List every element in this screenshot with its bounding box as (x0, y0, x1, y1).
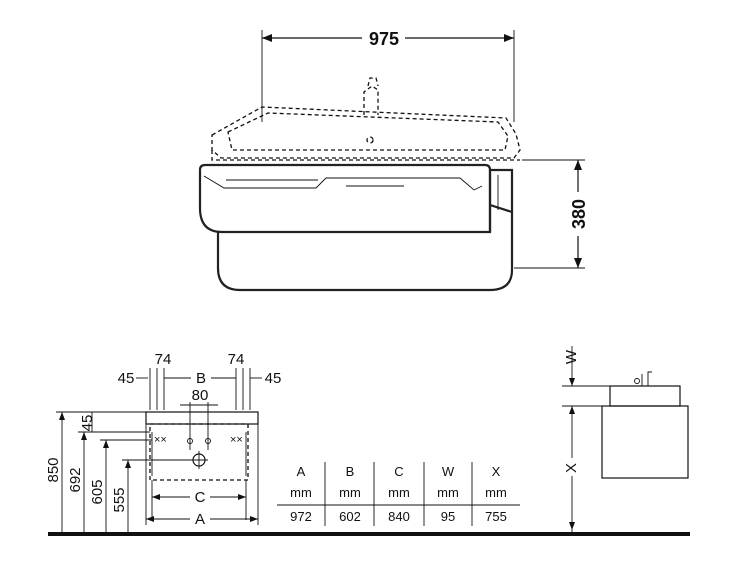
width-label: 975 (369, 29, 399, 49)
height-label: 380 (569, 199, 589, 229)
h555-label: 555 (111, 487, 128, 512)
table-unit-x: mm (485, 485, 507, 500)
left-45-label: 45 (118, 370, 135, 387)
c-label: C (195, 489, 206, 506)
perspective-view: 975 380 (198, 29, 589, 292)
x-label-bg (566, 458, 578, 476)
table-unit-c: mm (388, 485, 410, 500)
dimension-table: A B C W X mm mm mm mm mm 972 602 840 95 … (277, 462, 520, 526)
table-unit-a: mm (290, 485, 312, 500)
fixing-marks-left: ×× (154, 434, 167, 446)
x-label: X (563, 463, 580, 473)
side-cabinet (601, 405, 689, 479)
faucet-icon (363, 85, 379, 115)
vanity-lower-body (216, 203, 514, 292)
table-value-x: 755 (485, 509, 507, 524)
table-unit-w: mm (437, 485, 459, 500)
w-label: W (563, 349, 580, 364)
h692-label: 692 (67, 467, 84, 492)
right-74-label: 74 (228, 351, 245, 368)
table-value-b: 602 (339, 509, 361, 524)
x-arrow-bottom (569, 522, 575, 530)
a-label: A (195, 511, 205, 528)
height-arrow-bottom (574, 258, 582, 268)
faucet-handle (367, 77, 379, 87)
table-value-a: 972 (290, 509, 312, 524)
label-80: 80 (192, 387, 209, 404)
fixing-hole-left (187, 438, 193, 444)
side-faucet-icon (641, 371, 652, 386)
h850-label: 850 (45, 457, 62, 482)
a-arrow-left (146, 516, 154, 522)
table-header-a: A (297, 464, 306, 479)
width-arrow-left (262, 34, 272, 42)
table-unit-b: mm (339, 485, 361, 500)
h605-label: 605 (89, 479, 106, 504)
w-arrow (569, 378, 575, 386)
front-basin-top (145, 411, 259, 425)
side-basin (609, 385, 681, 407)
table-value-c: 840 (388, 509, 410, 524)
width-arrow-right (504, 34, 514, 42)
x-arrow-top (569, 406, 575, 414)
h850-arrow-top (59, 412, 65, 420)
side-view: W X (562, 346, 689, 534)
a-arrow-right (250, 516, 258, 522)
h605-arrow-top (103, 440, 109, 448)
front-view: 45 74 B 74 45 80 ×× ×× (45, 351, 690, 536)
basin-bottom-edge (211, 150, 520, 161)
h692-arrow-top (81, 432, 87, 440)
height-arrow-top (574, 160, 582, 170)
top45-label: 45 (79, 415, 96, 432)
front-cabinet-outline (149, 423, 249, 481)
vanity-drawer-front (198, 163, 492, 234)
basin-outline (211, 106, 521, 159)
b-label: B (196, 370, 206, 387)
c-arrow-right (238, 494, 246, 500)
c-arrow-left (152, 494, 160, 500)
right-45-label: 45 (265, 370, 282, 387)
fixing-hole-right (205, 438, 211, 444)
table-header-x: X (492, 464, 501, 479)
h555-arrow-top (125, 460, 131, 468)
table-header-c: C (394, 464, 403, 479)
drawer-handle-recess (203, 175, 483, 191)
drain-hole (366, 136, 374, 144)
fixing-marks-right: ×× (230, 434, 243, 446)
side-faucet-knob (634, 378, 640, 384)
table-header-b: B (346, 464, 355, 479)
basin-inner-outline (227, 112, 509, 151)
vanity-side-panel (488, 168, 514, 232)
table-value-w: 95 (441, 509, 455, 524)
left-74-label: 74 (155, 351, 172, 368)
table-header-w: W (442, 464, 455, 479)
